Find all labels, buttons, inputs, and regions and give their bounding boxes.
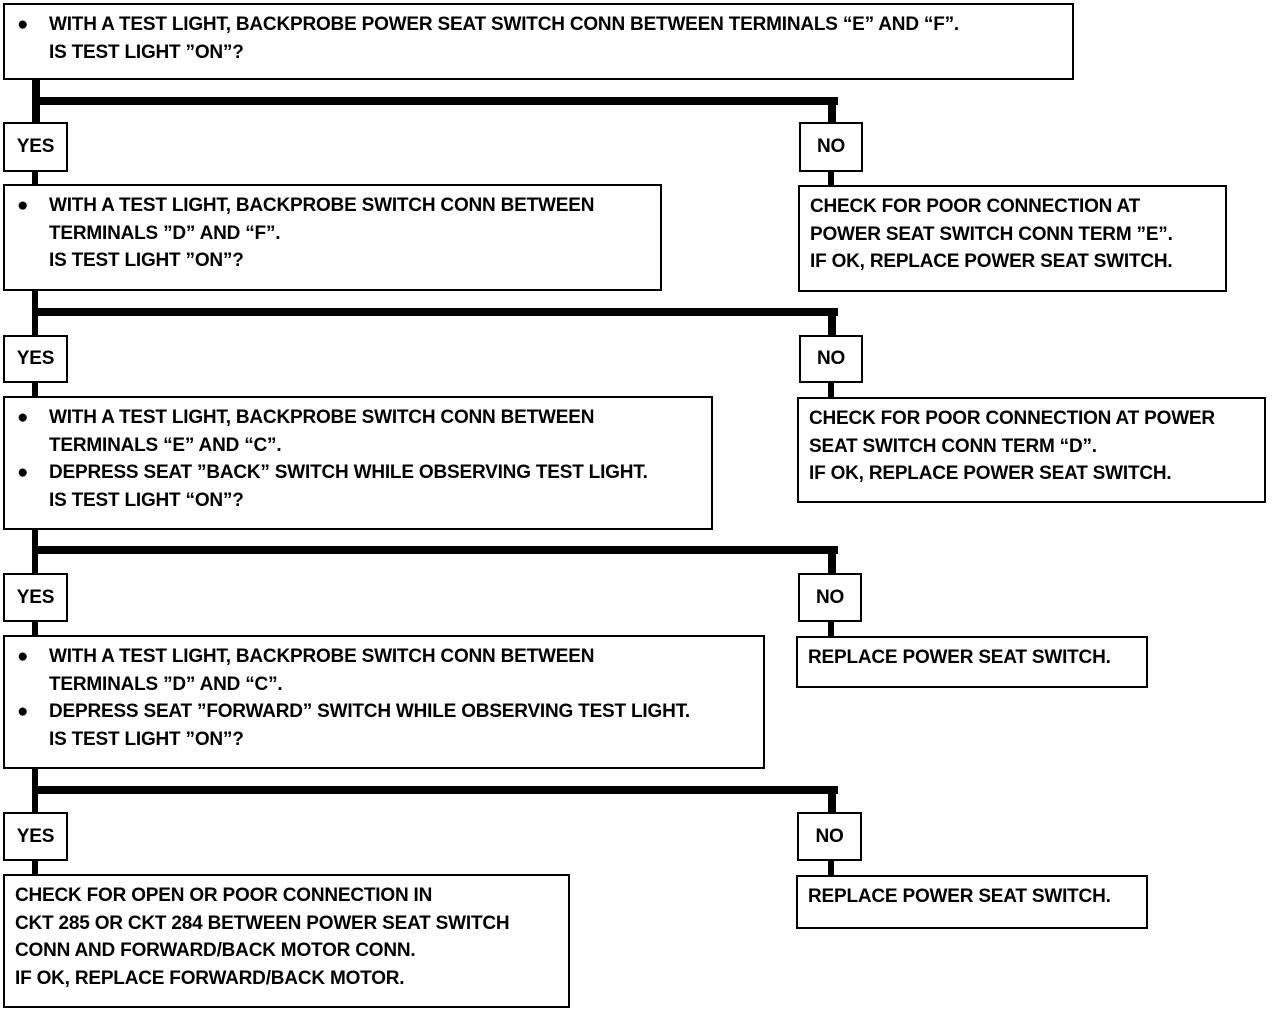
connector-line xyxy=(32,786,838,794)
no-label-text: NO xyxy=(815,586,845,608)
no-label: NO xyxy=(799,335,863,383)
bullet-icon: ● xyxy=(17,195,29,216)
connector-line xyxy=(828,170,834,188)
yes-label: YES xyxy=(3,812,68,861)
step-text: IS TEST LIGHT ”ON”? xyxy=(49,250,244,271)
yes-label: YES xyxy=(3,573,68,622)
step-line: IS TEST LIGHT ”ON”? xyxy=(15,39,1064,67)
no-label-text: NO xyxy=(816,348,846,370)
step-text: TERMINALS ”D” AND “F”. xyxy=(49,222,281,244)
no-label-text: NO xyxy=(816,136,846,158)
connector-line xyxy=(828,308,836,338)
step-text: WITH A TEST LIGHT, BACKPROBE SWITCH CONN… xyxy=(49,195,595,216)
action-text: CHECK FOR POOR CONNECTION AT POWER xyxy=(809,408,1215,429)
action-text: CHECK FOR OPEN OR POOR CONNECTION IN xyxy=(15,885,433,906)
action-text: IF OK, REPLACE FORWARD/BACK MOTOR. xyxy=(15,967,405,989)
bullet-icon: ● xyxy=(17,14,29,35)
no-label-text: NO xyxy=(815,825,844,847)
step-line: ● DEPRESS SEAT ”FORWARD” SWITCH WHILE OB… xyxy=(15,698,755,726)
bullet-icon: ● xyxy=(17,462,29,483)
connector-line xyxy=(828,859,834,877)
bullet-icon: ● xyxy=(17,646,29,667)
no-action-box-1: CHECK FOR POOR CONNECTION AT POWER SEAT … xyxy=(798,185,1227,292)
action-text: IF OK, REPLACE POWER SEAT SWITCH. xyxy=(810,251,1173,272)
no-action-box-3: REPLACE POWER SEAT SWITCH. xyxy=(796,636,1148,688)
yes-label: YES xyxy=(3,122,68,172)
step-box-4: ● WITH A TEST LIGHT, BACKPROBE SWITCH CO… xyxy=(3,635,765,769)
step-text: IS TEST LIGHT ”ON”? xyxy=(49,728,244,750)
connector-line xyxy=(32,97,838,105)
action-text: IF OK, REPLACE POWER SEAT SWITCH. xyxy=(809,463,1172,484)
step-text: TERMINALS ”D” AND “C”. xyxy=(49,673,283,695)
step-text: IS TEST LIGHT “ON”? xyxy=(49,489,244,511)
connector-line xyxy=(828,546,836,576)
action-text: REPLACE POWER SEAT SWITCH. xyxy=(808,647,1111,668)
step-line: IS TEST LIGHT ”ON”? xyxy=(15,726,755,754)
action-text: POWER SEAT SWITCH CONN TERM ”E”. xyxy=(810,223,1173,245)
step-line: ● WITH A TEST LIGHT, BACKPROBE SWITCH CO… xyxy=(15,404,703,432)
no-action-box-4: REPLACE POWER SEAT SWITCH. xyxy=(796,875,1148,929)
step-line: ● WITH A TEST LIGHT, BACKPROBE POWER SEA… xyxy=(15,11,1064,39)
action-text: CKT 285 OR CKT 284 BETWEEN POWER SEAT SW… xyxy=(15,912,510,934)
action-text: SEAT SWITCH CONN TERM “D”. xyxy=(809,435,1097,457)
connector-line xyxy=(32,620,38,638)
action-text: CHECK FOR POOR CONNECTION AT xyxy=(810,196,1141,217)
bullet-icon: ● xyxy=(17,701,29,722)
yes-label-text: YES xyxy=(16,136,55,158)
step-box-2: ● WITH A TEST LIGHT, BACKPROBE SWITCH CO… xyxy=(3,184,662,291)
action-text: CONN AND FORWARD/BACK MOTOR CONN. xyxy=(15,940,416,961)
connector-line xyxy=(32,859,38,877)
step-line: ● WITH A TEST LIGHT, BACKPROBE SWITCH CO… xyxy=(15,192,652,220)
yes-label-text: YES xyxy=(16,348,55,370)
connector-line xyxy=(32,170,38,186)
connector-line xyxy=(828,620,834,638)
step-line: ● DEPRESS SEAT ”BACK” SWITCH WHILE OBSER… xyxy=(15,459,703,487)
action-text: REPLACE POWER SEAT SWITCH. xyxy=(808,886,1111,907)
step-text: DEPRESS SEAT ”FORWARD” SWITCH WHILE OBSE… xyxy=(49,701,690,722)
final-yes-action-box: CHECK FOR OPEN OR POOR CONNECTION IN CKT… xyxy=(3,874,570,1008)
connector-line xyxy=(828,381,834,399)
connector-line xyxy=(32,546,838,554)
step-text: IS TEST LIGHT ”ON”? xyxy=(49,41,244,63)
step-text: WITH A TEST LIGHT, BACKPROBE SWITCH CONN… xyxy=(49,646,595,667)
step-box-1: ● WITH A TEST LIGHT, BACKPROBE POWER SEA… xyxy=(3,3,1074,80)
connector-line xyxy=(32,381,38,399)
bullet-icon: ● xyxy=(17,407,29,428)
step-line: IS TEST LIGHT ”ON”? xyxy=(15,247,652,275)
step-text: TERMINALS “E” AND “C”. xyxy=(49,434,282,456)
step-text: WITH A TEST LIGHT, BACKPROBE POWER SEAT … xyxy=(49,14,960,35)
no-action-box-2: CHECK FOR POOR CONNECTION AT POWER SEAT … xyxy=(797,397,1266,503)
step-line: ● WITH A TEST LIGHT, BACKPROBE SWITCH CO… xyxy=(15,643,755,671)
no-label: NO xyxy=(798,573,862,622)
no-label: NO xyxy=(797,812,862,861)
step-line: TERMINALS ”D” AND “C”. xyxy=(15,671,755,699)
step-line: TERMINALS “E” AND “C”. xyxy=(15,432,703,460)
yes-label: YES xyxy=(3,335,68,383)
step-text: DEPRESS SEAT ”BACK” SWITCH WHILE OBSERVI… xyxy=(49,462,648,483)
yes-label-text: YES xyxy=(16,586,55,608)
step-text: WITH A TEST LIGHT, BACKPROBE SWITCH CONN… xyxy=(49,407,595,428)
step-line: TERMINALS ”D” AND “F”. xyxy=(15,220,652,248)
step-box-3: ● WITH A TEST LIGHT, BACKPROBE SWITCH CO… xyxy=(3,396,713,530)
connector-line xyxy=(828,786,836,816)
step-line: IS TEST LIGHT “ON”? xyxy=(15,487,703,515)
no-label: NO xyxy=(799,122,863,172)
connector-line xyxy=(32,308,838,316)
connector-line xyxy=(828,97,836,125)
yes-label-text: YES xyxy=(16,825,55,847)
